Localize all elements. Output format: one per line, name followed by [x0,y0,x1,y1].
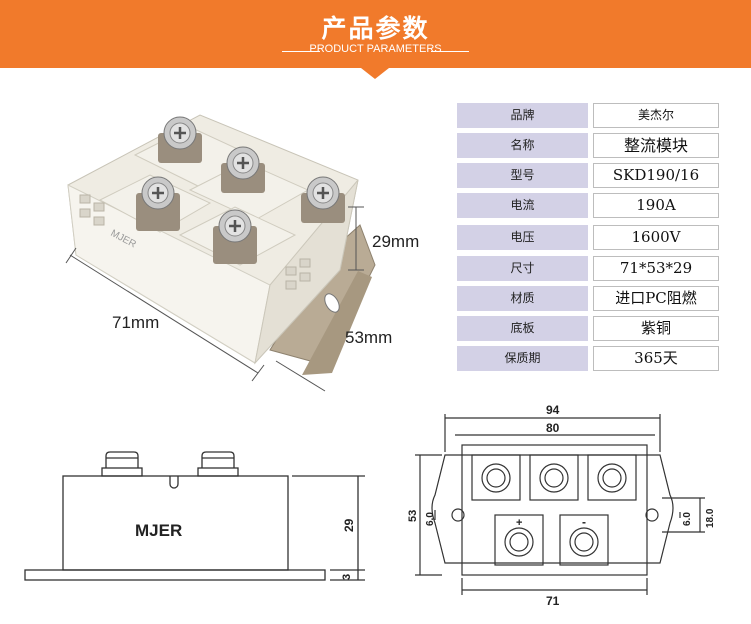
title-divider-left [282,51,320,52]
spec-row-voltage: 电压 1600V [457,225,719,250]
page-subtitle: PRODUCT PARAMETERS [309,43,442,55]
spec-row-warranty: 保质期 365天 [457,346,719,371]
spec-key: 尺寸 [457,256,588,281]
top-view-plus-mark: + [516,517,522,529]
photo-height-label: 29mm [372,232,420,251]
title-divider-right [431,51,469,52]
side-view-brand: MJER [135,521,182,540]
top-view-overall-dim: 94 [546,403,560,417]
spec-value: 71*53*29 [593,256,719,281]
photo-width-label: 53mm [345,328,393,347]
header-banner [0,0,751,68]
spec-key: 保质期 [457,346,588,371]
spec-key: 材质 [457,286,588,311]
product-photo: MJER [65,114,376,392]
spec-value: 美杰尔 [593,103,719,128]
spec-row-model: 型号 SKD190/16 [457,163,719,188]
top-view-minus-mark: - [582,515,586,529]
spec-value: 1600V [593,225,719,250]
spec-value: 190A [593,193,719,218]
photo-length-label: 71mm [112,313,160,332]
top-view-hole-dia-dim: 6.0 [425,512,436,526]
top-view-right-small-dim: 6.0 [682,512,693,526]
spec-value: 紫铜 [593,316,719,341]
spec-value: 365天 [593,346,719,371]
spec-row-size: 尺寸 71*53*29 [457,256,719,281]
top-view-drawing: 94 80 71 53 6.0 6.0 18.0 + - [407,403,716,608]
spec-key: 电流 [457,193,588,218]
page-title: 产品参数 [321,14,430,43]
spec-row-brand: 品牌 美杰尔 [457,103,719,128]
spec-key: 底板 [457,316,588,341]
spec-row-name: 名称 整流模块 [457,133,719,158]
side-view-drawing: MJER 29 3 [24,451,365,581]
spec-key: 名称 [457,133,588,158]
spec-value: SKD190/16 [593,163,719,188]
terminal-screws [136,116,345,264]
top-view-holes-dim: 80 [546,421,560,435]
spec-row-current: 电流 190A [457,193,719,218]
banner-notch [361,68,389,79]
top-view-width-dim: 53 [407,510,419,522]
spec-value: 整流模块 [593,133,719,158]
spec-key: 型号 [457,163,588,188]
spec-key: 品牌 [457,103,588,128]
side-view-height-dim: 29 [342,518,356,532]
spec-value: 进口PC阻燃 [593,286,719,311]
spec-row-material: 材质 进口PC阻燃 [457,286,719,311]
spec-row-baseplate: 底板 紫铜 [457,316,719,341]
spec-key: 电压 [457,225,588,250]
side-view-base-dim: 3 [341,574,353,580]
top-view-body-dim: 71 [546,594,560,608]
top-view-right-large-dim: 18.0 [705,508,716,528]
